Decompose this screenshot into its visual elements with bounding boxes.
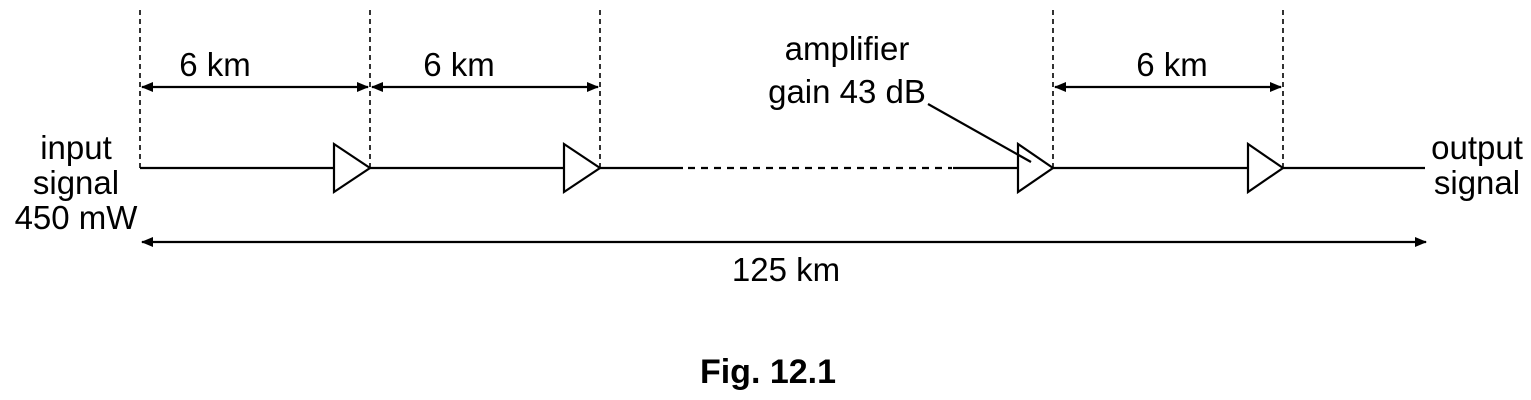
output-label-line2: signal	[1434, 164, 1520, 201]
input-label-line2: signal	[33, 164, 119, 201]
span-label-1: 6 km	[179, 46, 251, 83]
input-power-label: 450 mW	[15, 199, 139, 236]
span-label-2: 6 km	[423, 46, 495, 83]
total-length-label: 125 km	[732, 251, 840, 288]
amplifier-symbol-1	[332, 141, 372, 195]
output-label-line1: output	[1431, 129, 1523, 166]
amplifier-label-line2: gain 43 dB	[768, 73, 926, 110]
amplifier-symbol-2	[562, 141, 602, 195]
figure-caption: Fig. 12.1	[700, 353, 836, 391]
amplifier-symbol-4	[1246, 141, 1285, 195]
amplifier-symbol-3	[1016, 141, 1055, 195]
span-label-3: 6 km	[1136, 46, 1208, 83]
amplifier-label-line1: amplifier	[785, 30, 910, 67]
amplifier-leader-line	[927, 103, 1032, 163]
input-label-line1: input	[40, 129, 112, 166]
